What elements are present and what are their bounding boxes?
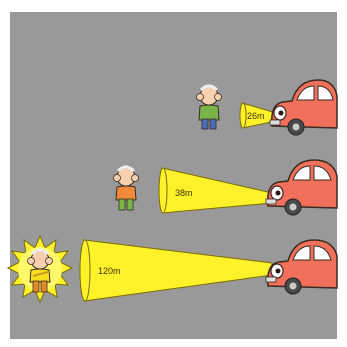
beam-label-1: 26m bbox=[247, 111, 265, 121]
beam-label-2: 38m bbox=[175, 188, 193, 198]
beam-end-3 bbox=[80, 240, 90, 301]
beam-label-3: 120m bbox=[98, 266, 121, 276]
beam-end-1 bbox=[240, 103, 246, 128]
beam-end-2 bbox=[159, 168, 167, 213]
